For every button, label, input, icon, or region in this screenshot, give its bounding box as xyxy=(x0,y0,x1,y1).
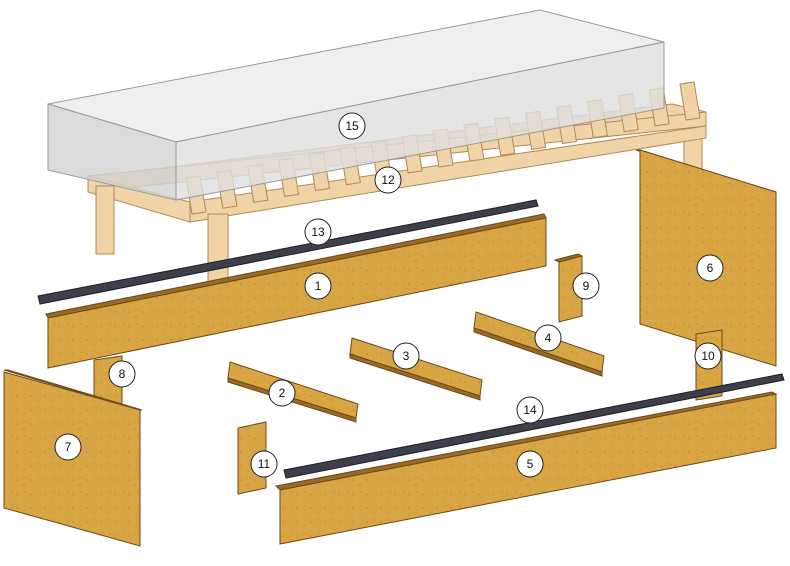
callout-circle xyxy=(572,272,600,300)
mattress xyxy=(47,9,665,201)
callout-number: 11 xyxy=(258,457,271,471)
callout-circle xyxy=(268,379,296,407)
mattress-side xyxy=(47,103,177,201)
support-bar-3 xyxy=(349,337,483,401)
callout-number: 3 xyxy=(403,349,410,363)
callout-circle xyxy=(374,166,402,194)
callout-circle xyxy=(304,272,332,300)
callout-15: 15 xyxy=(338,112,366,140)
callout-14: 14 xyxy=(516,396,544,424)
callout-circle xyxy=(516,396,544,424)
callout-number: 8 xyxy=(119,367,126,381)
callout-number: 13 xyxy=(311,225,325,239)
callout-circle xyxy=(516,450,544,478)
callout-circle xyxy=(696,254,724,282)
callout-5: 5 xyxy=(516,450,544,478)
board-1 xyxy=(45,213,547,369)
callout-number: 4 xyxy=(545,331,552,345)
callout-number: 15 xyxy=(345,119,359,133)
callout-9: 9 xyxy=(572,272,600,300)
callout-number: 9 xyxy=(583,279,590,293)
callout-circle xyxy=(108,360,136,388)
callout-circle xyxy=(392,342,420,370)
callout-circle xyxy=(54,433,82,461)
callout-number: 6 xyxy=(707,261,714,275)
frame-leg-front-left xyxy=(95,185,115,255)
callout-circle xyxy=(338,112,366,140)
callout-circle xyxy=(304,218,332,246)
callout-12: 12 xyxy=(374,166,402,194)
callout-7: 7 xyxy=(54,433,82,461)
callout-8: 8 xyxy=(108,360,136,388)
board-9 xyxy=(553,253,584,323)
rod-13 xyxy=(37,199,539,305)
callout-number: 12 xyxy=(381,173,395,187)
callout-number: 10 xyxy=(701,349,715,363)
callout-circle xyxy=(694,342,722,370)
callout-13: 13 xyxy=(304,218,332,246)
callout-11: 11 xyxy=(250,450,278,478)
callout-10: 10 xyxy=(694,342,722,370)
rod-14 xyxy=(283,373,785,479)
callout-number: 7 xyxy=(65,440,72,454)
callout-6: 6 xyxy=(696,254,724,282)
frame-slat xyxy=(679,81,701,121)
callout-circle xyxy=(534,324,562,352)
callout-number: 1 xyxy=(315,279,322,293)
callout-number: 2 xyxy=(279,386,286,400)
callout-number: 5 xyxy=(527,457,534,471)
callout-number: 14 xyxy=(523,403,537,417)
callout-1: 1 xyxy=(304,272,332,300)
callout-2: 2 xyxy=(268,379,296,407)
callout-circle xyxy=(250,450,278,478)
callout-4: 4 xyxy=(534,324,562,352)
callout-3: 3 xyxy=(392,342,420,370)
